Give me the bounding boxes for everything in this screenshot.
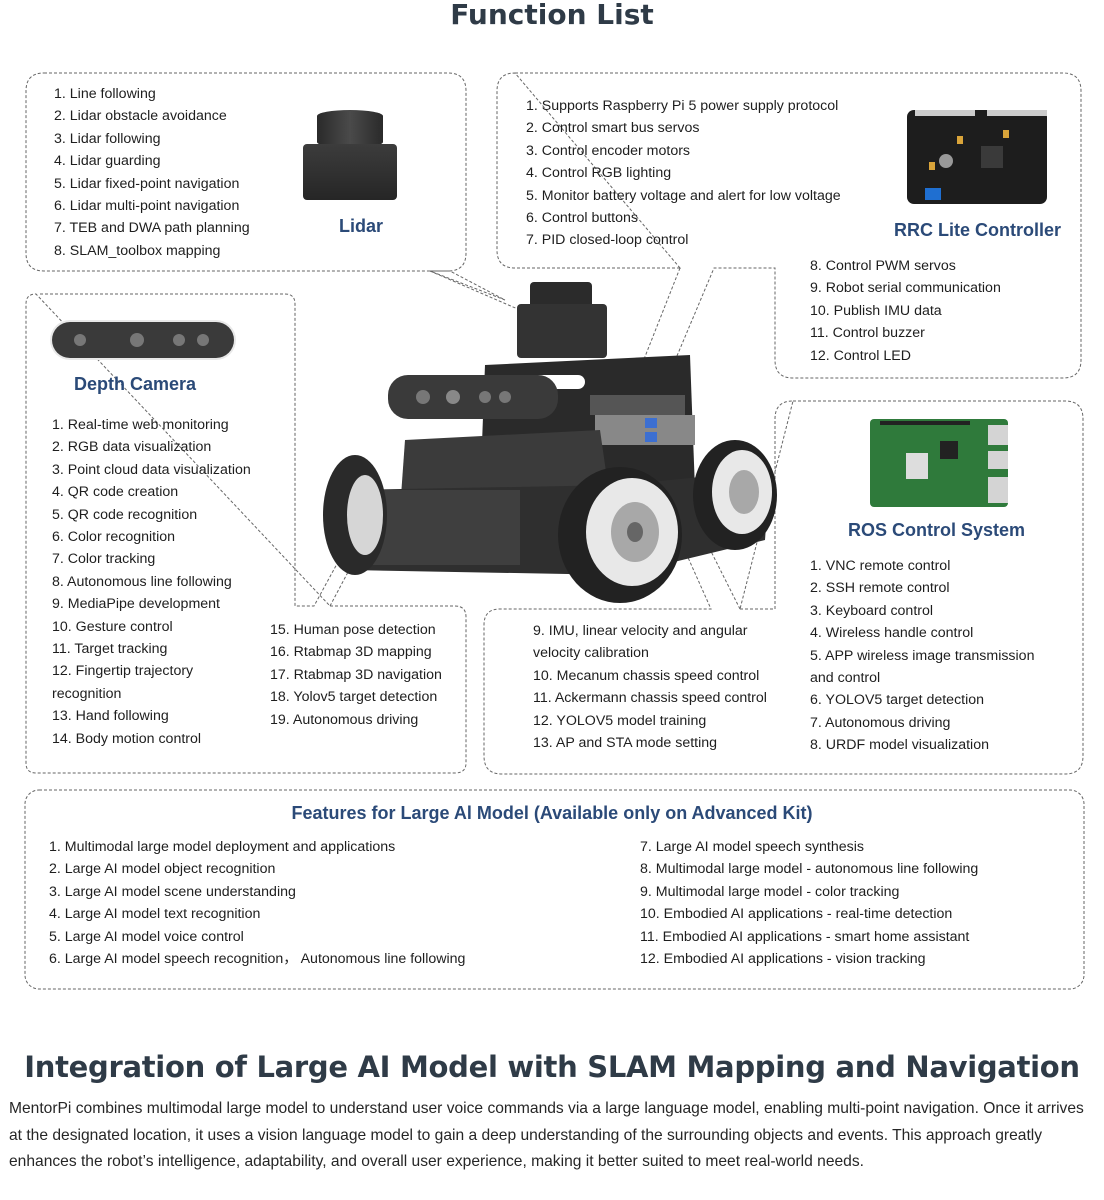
list-item: 4. Large AI model text recognition (49, 906, 261, 923)
ai-features-heading: Features for Large Al Model (Available o… (291, 803, 813, 823)
list-item: 9. Robot serial communication (810, 280, 1001, 297)
list-item: 10. Embodied AI applications - real-time… (640, 906, 953, 923)
list-item: 16. Rtabmap 3D mapping (270, 644, 432, 661)
list-item: 2. Large AI model object recognition (49, 861, 276, 878)
mentorpi-robot-car-icon (323, 282, 777, 603)
depth-camera-function-list-right: 15. Human pose detection 16. Rtabmap 3D … (270, 619, 442, 731)
list-item: 11. Ackermann chassis speed control (533, 690, 767, 707)
list-item: 1. Supports Raspberry Pi 5 power supply … (526, 98, 839, 114)
list-item: 8. SLAM_toolbox mapping (54, 242, 221, 259)
list-item: 12. Fingertip trajectory recognition (52, 663, 194, 702)
list-item: 7. Color tracking (52, 551, 156, 568)
lidar-heading: Lidar (339, 216, 384, 236)
list-item: 6. Lidar multi-point navigation (54, 198, 240, 215)
integration-heading: Integration of Large AI Model with SLAM … (24, 1050, 1080, 1084)
list-item: 18. Yolov5 target detection (270, 689, 438, 706)
list-item: 4. Control RGB lighting (526, 165, 672, 182)
list-item: 9. IMU, linear velocity and angular velo… (533, 623, 748, 662)
ai-features-list-right: 7. Large AI model speech synthesis 8. Mu… (640, 836, 978, 970)
list-item: 1. VNC remote control (810, 558, 951, 574)
list-item: 12. Embodied AI applications - vision tr… (640, 951, 926, 968)
list-item: 19. Autonomous driving (270, 711, 419, 728)
list-item: 17. Rtabmap 3D navigation (270, 666, 442, 683)
list-item: 11. Control buzzer (810, 325, 925, 342)
list-item: 13. AP and STA mode setting (533, 735, 718, 752)
rrc-function-list-top: 1. Supports Raspberry Pi 5 power supply … (526, 95, 841, 252)
page-title: Function List (450, 0, 654, 31)
list-item: 6. YOLOV5 target detection (810, 692, 985, 709)
list-item: 7. PID closed-loop control (526, 232, 689, 249)
list-item: 8. Multimodal large model - autonomous l… (640, 861, 979, 878)
list-item: 4. QR code creation (52, 484, 179, 501)
raspberry-pi-board-icon (870, 419, 1008, 507)
list-item: 10. Gesture control (52, 618, 173, 635)
list-item: 8. URDF model visualization (810, 737, 989, 754)
list-item: 6. Color recognition (52, 529, 176, 546)
list-item: 9. Multimodal large model - color tracki… (640, 883, 900, 900)
list-item: 11. Target tracking (52, 641, 168, 658)
list-item: 5. APP wireless image transmission and c… (810, 647, 1035, 687)
list-item: 2. RGB data visualization (52, 439, 212, 456)
list-item: 3. Lidar following (54, 130, 161, 147)
controller-board-icon (907, 110, 1047, 204)
ros-function-list-right: 1. VNC remote control 2. SSH remote cont… (810, 555, 1060, 757)
depth-camera-heading: Depth Camera (74, 374, 197, 394)
ros-heading: ROS Control System (848, 520, 1026, 540)
list-item: 8. Control PWM servos (810, 258, 956, 274)
lidar-sensor-icon (303, 110, 397, 202)
list-item: 5. Large AI model voice control (49, 928, 244, 945)
list-item: 5. Monitor battery voltage and alert for… (526, 187, 841, 204)
list-item: 10. Publish IMU data (810, 302, 942, 319)
list-item: 3. Keyboard control (810, 602, 934, 619)
list-item: 11. Embodied AI applications - smart hom… (640, 928, 970, 945)
list-item: 8. Autonomous line following (52, 573, 232, 590)
list-item: 5. QR code recognition (52, 506, 198, 523)
depth-camera-function-list-left: 1. Real-time web monitoring 2. RGB data … (52, 414, 272, 750)
list-item: 7. Autonomous driving (810, 714, 951, 731)
list-item: 14. Body motion control (52, 730, 202, 747)
list-item: 6. Large AI model speech recognition， Au… (49, 951, 466, 968)
list-item: 9. MediaPipe development (52, 596, 220, 613)
integration-paragraph: MentorPi combines multimodal large model… (9, 1100, 1084, 1170)
list-item: 15. Human pose detection (270, 622, 436, 638)
list-item: 12. Control LED (810, 347, 911, 364)
list-item: 7. TEB and DWA path planning (54, 220, 250, 237)
list-item: 13. Hand following (52, 708, 169, 725)
ros-function-list-left: 9. IMU, linear velocity and angular velo… (533, 620, 773, 754)
rrc-heading: RRC Lite Controller (894, 220, 1062, 240)
list-item: 5. Lidar fixed-point navigation (54, 175, 240, 192)
list-item: 2. Control smart bus servos (526, 120, 700, 137)
ai-features-list-left: 1. Multimodal large model deployment and… (49, 836, 465, 970)
list-item: 2. Lidar obstacle avoidance (54, 108, 227, 125)
list-item: 1. Line following (54, 86, 156, 102)
list-item: 3. Point cloud data visualization (52, 461, 251, 478)
lidar-function-list: 1. Line following 2. Lidar obstacle avoi… (54, 83, 250, 262)
list-item: 1. Multimodal large model deployment and… (49, 839, 396, 855)
list-item: 2. SSH remote control (810, 580, 950, 597)
list-item: 7. Large AI model speech synthesis (640, 839, 864, 855)
list-item: 3. Large AI model scene understanding (49, 883, 296, 900)
list-item: 6. Control buttons (526, 210, 638, 227)
depth-camera-icon (52, 322, 234, 358)
list-item: 1. Real-time web monitoring (52, 417, 229, 433)
list-item: 4. Lidar guarding (54, 153, 161, 170)
rrc-function-list-bottom: 8. Control PWM servos 9. Robot serial co… (810, 255, 1001, 367)
list-item: 3. Control encoder motors (526, 142, 691, 159)
list-item: 12. YOLOV5 model training (533, 712, 707, 729)
list-item: 10. Mecanum chassis speed control (533, 667, 760, 684)
list-item: 4. Wireless handle control (810, 625, 974, 642)
